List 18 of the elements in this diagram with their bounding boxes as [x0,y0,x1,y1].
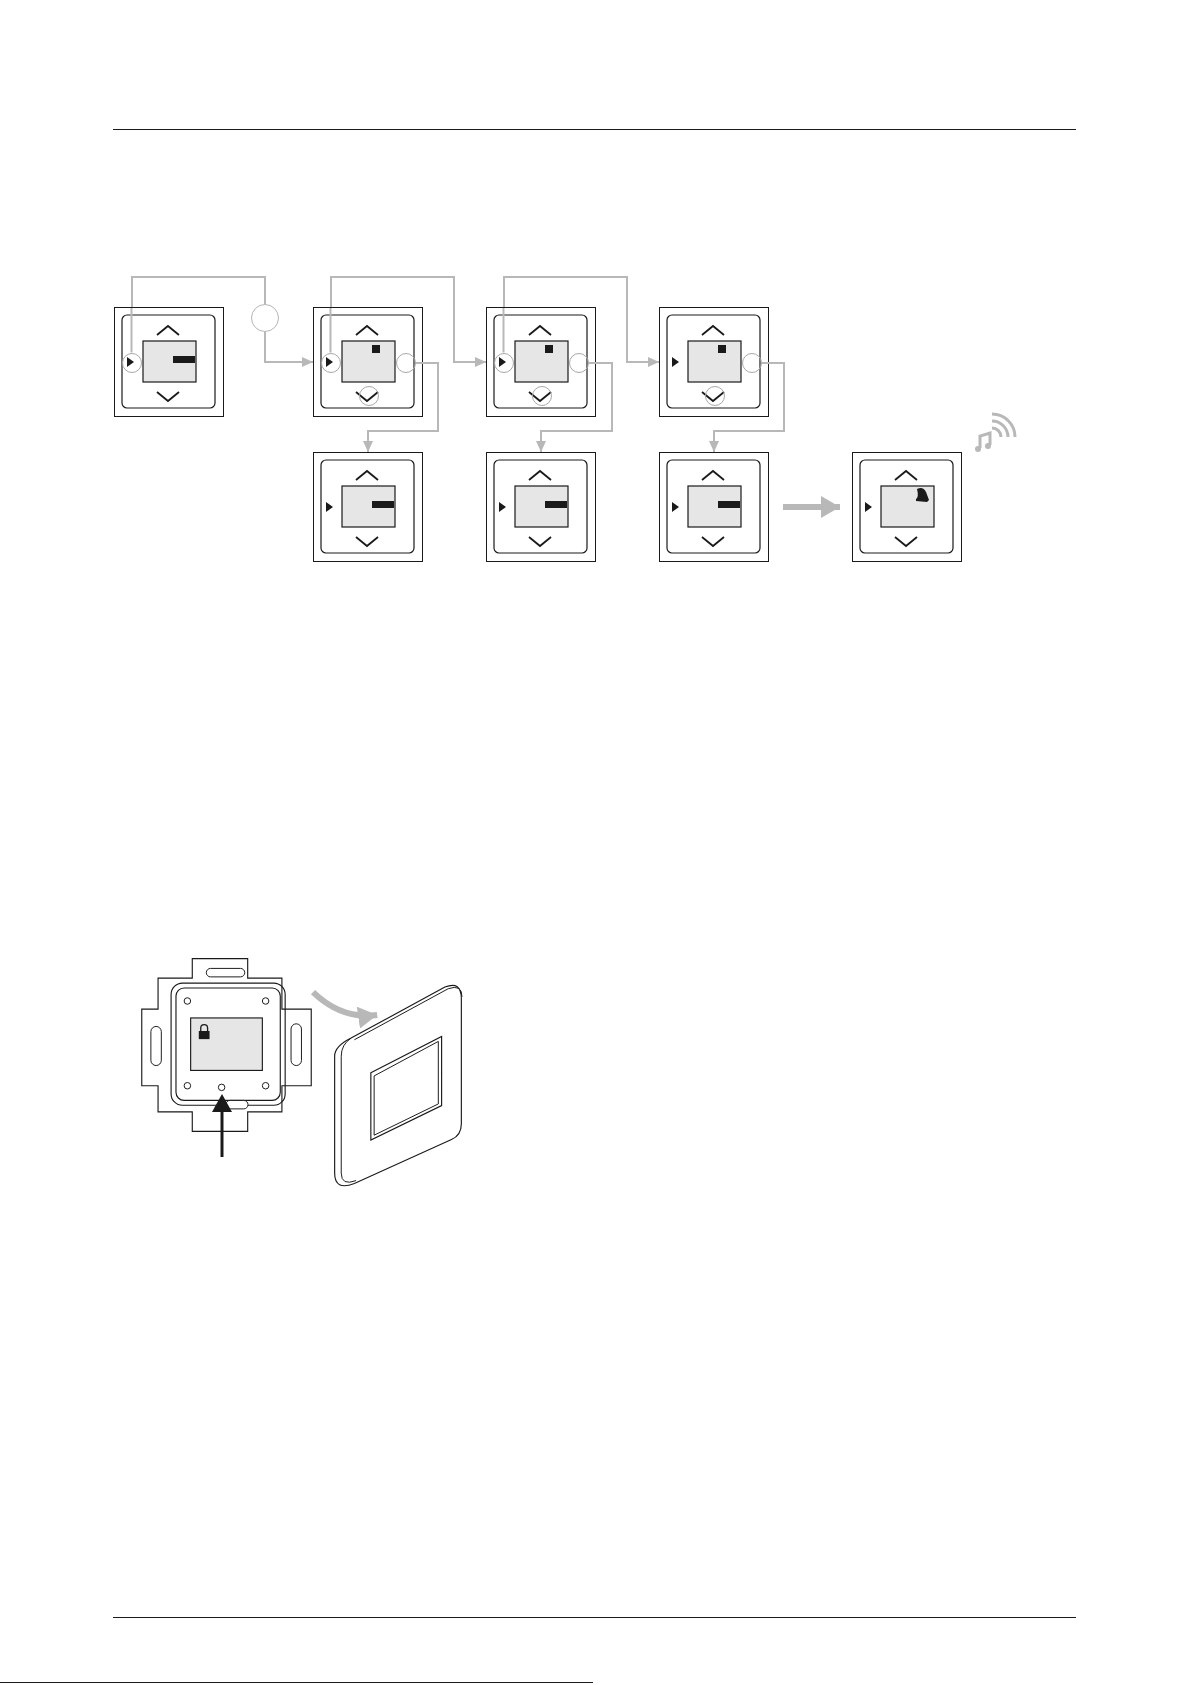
wall-switch-drawing [659,307,769,417]
connector-arrow [503,276,660,367]
connector-arrow [783,496,840,518]
wall-switch-drawing [114,307,224,417]
connector-arrow [363,362,439,453]
connector-arrow [709,362,785,453]
mounting-plate-drawing [140,957,313,1133]
wall-switch-drawing [313,307,423,417]
connector-arrow [330,276,487,367]
wall-switch-drawing [313,452,423,562]
connector-arrow [536,362,613,453]
wall-switch-drawing [852,452,962,562]
wall-switch-drawing [659,452,769,562]
wall-switch-drawing [486,452,596,562]
cover-frame-drawing [333,983,463,1187]
connector-arrow [311,989,378,1028]
connector-arrow [264,331,314,367]
wall-switch-drawing [486,307,596,417]
